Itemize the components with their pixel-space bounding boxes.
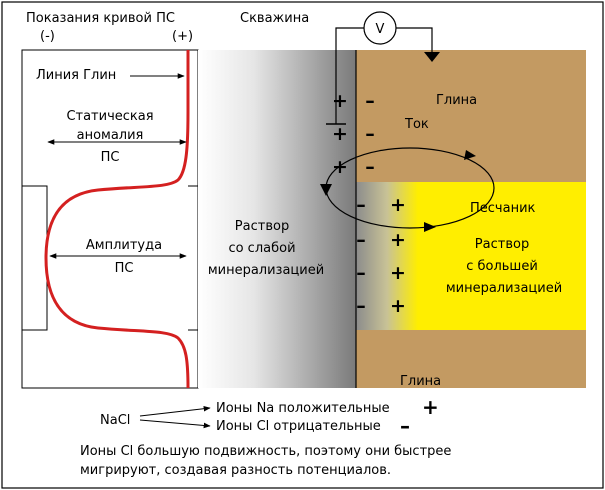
formation-fluid-label-1: Раствор xyxy=(475,237,529,252)
clay-bottom-layer xyxy=(356,330,586,388)
voltmeter-wire xyxy=(335,27,433,124)
sp-minus-label: (-) xyxy=(40,29,55,44)
charge-plus: + xyxy=(332,90,348,112)
sandstone-layer xyxy=(418,182,586,330)
sp-plus-label: (+) xyxy=(172,29,193,44)
borehole xyxy=(198,50,356,388)
explanation-line-1: Ионы Cl большую подвижность, поэтому они… xyxy=(80,444,451,459)
charge-plus: + xyxy=(332,123,348,145)
well-label: Скважина xyxy=(240,11,309,26)
nacl-arrow-down xyxy=(139,419,211,429)
charge-minus: – xyxy=(356,229,366,251)
borehole-fluid-label-2: со слабой xyxy=(228,241,295,256)
clay-top-label: Глина xyxy=(436,93,477,108)
cl-minus-sign: – xyxy=(400,414,410,438)
current-arrow-bottom xyxy=(424,222,436,232)
borehole-fluid-label-1: Раствор xyxy=(235,219,289,234)
shale-line-label: Линия Глин xyxy=(36,68,116,83)
sandstone-label: Песчаник xyxy=(470,201,536,216)
charge-plus: + xyxy=(332,156,348,178)
sp-curve-title: Показания кривой ПС xyxy=(26,11,175,26)
explanation-line-2: мигрируют, создавая разность потенциалов… xyxy=(80,463,391,478)
sp-curve xyxy=(44,50,190,389)
charge-minus: – xyxy=(356,194,366,216)
clay-bottom-label: Глина xyxy=(400,374,441,389)
charge-plus: + xyxy=(390,194,406,216)
static-anomaly-label-1: Статическая xyxy=(66,109,153,124)
formation-fluid-label-2: с большей xyxy=(466,259,538,274)
charge-minus: – xyxy=(365,90,375,112)
current-arrow-left xyxy=(320,184,332,196)
amplitude-label-1: Амплитуда xyxy=(86,238,162,253)
current-label: Ток xyxy=(404,117,429,132)
amplitude-label-2: ПС xyxy=(115,261,134,276)
voltmeter-icon xyxy=(363,11,397,45)
charge-minus: – xyxy=(365,156,375,178)
static-anomaly-label-2: аномалия xyxy=(77,128,144,143)
cl-ions-label: Ионы Cl отрицательные xyxy=(216,419,381,434)
borehole-fluid-label-3: минерализацией xyxy=(208,263,324,278)
na-plus-sign: + xyxy=(422,395,439,419)
clay-top-layer xyxy=(356,50,586,182)
formation-fluid-label-3: минерализацией xyxy=(446,281,562,296)
charge-minus: – xyxy=(356,295,366,317)
current-arrow-top xyxy=(464,150,476,160)
nacl-label: NaCl xyxy=(100,413,130,428)
nacl-arrow-up xyxy=(139,405,211,417)
charge-plus: + xyxy=(390,229,406,251)
sandstone-bed-outline xyxy=(22,185,198,331)
charge-minus: – xyxy=(365,123,375,145)
charge-plus: + xyxy=(390,295,406,317)
na-ions-label: Ионы Na положительные xyxy=(216,401,390,416)
static-anomaly-label-3: ПС xyxy=(101,150,120,165)
charge-plus: + xyxy=(390,262,406,284)
ground-electrode-icon xyxy=(424,52,440,62)
voltmeter-label: V xyxy=(376,22,385,37)
sp-log-track xyxy=(21,49,199,389)
charge-minus: – xyxy=(356,262,366,284)
transition-zone xyxy=(356,182,418,330)
